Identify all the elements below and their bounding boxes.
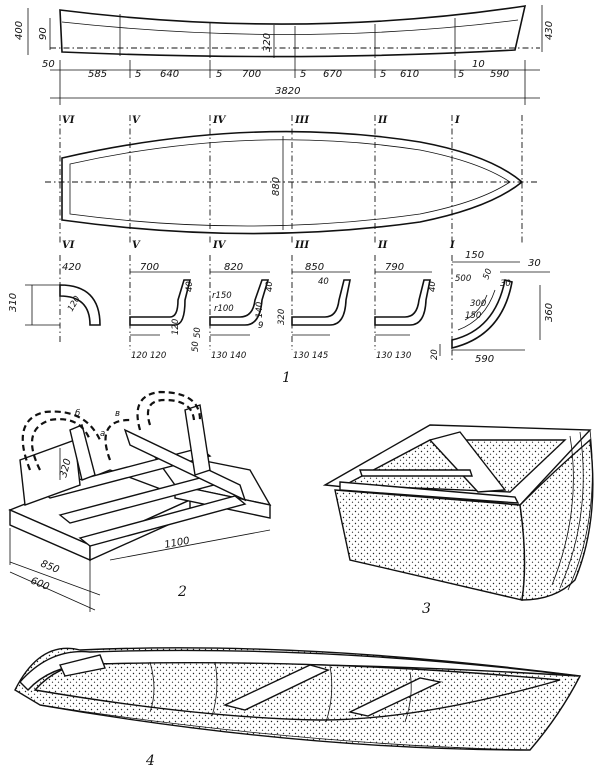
sec-height-right: 360 xyxy=(544,303,555,322)
sec-label-r150: r150 xyxy=(212,291,232,301)
sec-label-40-v: 40 xyxy=(185,281,195,292)
fig4-finished-boat xyxy=(14,647,582,751)
sec-label-9: 9 xyxy=(258,321,263,331)
figure-3-number: 3 xyxy=(422,601,431,617)
sec-width-4: 820 xyxy=(224,262,243,273)
side-dim-7: 670 xyxy=(323,69,342,80)
frame-bottom-3: III xyxy=(294,240,309,251)
sec-bottom-2: 120 xyxy=(150,351,166,361)
sec-label-40-iii: 40 xyxy=(318,277,329,287)
sec-bottom-7: 130 xyxy=(376,351,392,361)
sec-bottom-5: 130 xyxy=(293,351,309,361)
side-total-length: 3820 xyxy=(275,86,300,97)
frame-top-3: III xyxy=(294,115,309,126)
side-dim-5: 700 xyxy=(242,69,261,80)
side-left-offset: 50 xyxy=(42,59,55,70)
sec-label-320: 320 xyxy=(277,309,287,325)
frame-bottom-2: II xyxy=(377,240,388,251)
sec-width-2: 790 xyxy=(385,262,404,273)
side-dim-6: 5 xyxy=(300,69,306,80)
sec-label-50-i: 50 xyxy=(481,267,494,281)
side-dim-1: 585 xyxy=(88,69,107,80)
sec-bottom-6: 145 xyxy=(312,351,328,361)
sec-bottom-3: 130 xyxy=(211,351,227,361)
fig2-width: 850 xyxy=(39,559,61,576)
sec-width-3: 850 xyxy=(305,262,324,273)
side-dim-12: 590 xyxy=(490,69,509,80)
frame-top-1: I xyxy=(454,115,460,126)
sec-height-left: 310 xyxy=(8,293,19,312)
sec-label-140: 140 xyxy=(255,302,265,318)
figure-1-number: 1 xyxy=(282,370,291,386)
fig2-depth: 600 xyxy=(29,576,51,593)
sec-width-5: 700 xyxy=(140,262,159,273)
sec-width-1: 150 xyxy=(465,250,484,261)
side-dim-11: 10 xyxy=(472,59,485,70)
side-dim-8: 5 xyxy=(380,69,386,80)
fig1-plan-view xyxy=(45,115,540,245)
figure-2-number: 2 xyxy=(177,584,187,600)
frame-bottom-4: IV xyxy=(212,240,227,251)
sec-bottom-590: 590 xyxy=(475,354,494,365)
fig1-side-view xyxy=(27,5,543,105)
side-mid-depth: 320 xyxy=(262,33,273,52)
fig2-letter-v: в xyxy=(115,409,120,419)
sec-label-30: 30 xyxy=(500,279,511,289)
sec-label-40-iv: 40 xyxy=(265,281,275,292)
fig3-hull-section xyxy=(322,424,594,601)
figure-4-number: 4 xyxy=(145,753,155,769)
frame-top-4: IV xyxy=(212,115,227,126)
sec-bottom-1: 120 xyxy=(131,351,147,361)
sec-right-offset: 30 xyxy=(528,258,541,269)
side-right-height: 430 xyxy=(544,21,555,40)
fig2-letter-a: а xyxy=(100,429,105,439)
frame-bottom-1: I xyxy=(449,240,455,251)
sec-bottom-8: 130 xyxy=(395,351,411,361)
frame-bottom-5: V xyxy=(132,240,141,251)
sec-label-300: 300 xyxy=(470,299,486,309)
sec-width-6: 420 xyxy=(62,262,81,273)
sec-label-40-ii: 40 xyxy=(428,281,438,292)
frame-top-6: VI xyxy=(62,115,75,126)
frame-top-2: II xyxy=(377,115,388,126)
side-dim-10: 5 xyxy=(458,69,464,80)
sec-bottom-20: 20 xyxy=(430,349,440,360)
sec-label-r100: r100 xyxy=(214,304,234,314)
sec-bottom-4: 140 xyxy=(230,351,246,361)
fig2-length: 1100 xyxy=(164,536,191,551)
sec-label-500: 500 xyxy=(455,274,471,284)
side-dim-4: 5 xyxy=(216,69,222,80)
side-left-inner: 90 xyxy=(38,27,49,40)
fig1-cross-sections xyxy=(25,255,550,360)
sec-bottom-50: 50 xyxy=(193,327,203,338)
side-left-height: 400 xyxy=(14,21,25,40)
side-dim-2: 5 xyxy=(135,69,141,80)
fig2-height: 320 xyxy=(58,457,74,478)
side-dim-9: 610 xyxy=(400,69,419,80)
sec-label-50-left: 50 xyxy=(191,341,201,352)
sec-label-150-i: 150 xyxy=(465,311,481,321)
frame-bottom-6: VI xyxy=(62,240,75,251)
plan-beam: 880 xyxy=(271,177,282,196)
side-dim-3: 640 xyxy=(160,69,179,80)
fig2-assembly-jig xyxy=(8,390,272,612)
frame-top-5: V xyxy=(132,115,141,126)
fig2-letter-b: б xyxy=(75,409,80,419)
sec-label-120-v: 120 xyxy=(171,319,181,335)
